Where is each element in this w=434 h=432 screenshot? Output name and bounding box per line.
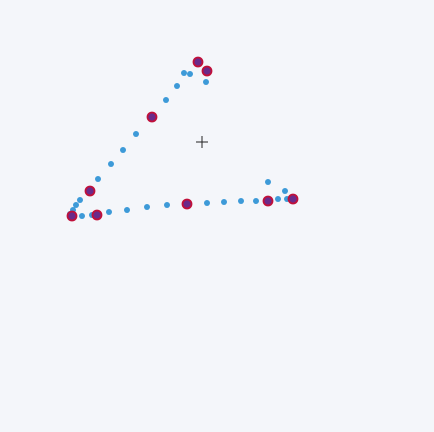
trail-point — [187, 71, 193, 77]
trail-point — [124, 207, 130, 213]
trail-point — [163, 97, 169, 103]
trail-point — [164, 202, 170, 208]
keypoints — [66, 56, 299, 222]
trail-point — [204, 200, 210, 206]
trail-point — [238, 198, 244, 204]
trail-point — [174, 83, 180, 89]
keypoint-marker — [201, 65, 213, 77]
trail-point — [77, 197, 83, 203]
keypoint-marker — [146, 111, 158, 123]
trail-point — [253, 198, 259, 204]
trail-point — [106, 209, 112, 215]
keypoint-marker — [66, 210, 78, 222]
crosshair-cursor-icon — [196, 136, 208, 148]
trail-point — [79, 213, 85, 219]
trail-point — [282, 188, 288, 194]
keypoint-marker — [181, 198, 193, 210]
keypoint-marker — [287, 193, 299, 205]
keypoint-marker — [192, 56, 204, 68]
trail-point — [144, 204, 150, 210]
trail-point — [265, 179, 271, 185]
keypoint-marker — [84, 185, 96, 197]
trail-point — [73, 202, 79, 208]
trail-point — [181, 70, 187, 76]
trail-point — [133, 131, 139, 137]
trail-point — [95, 176, 101, 182]
trail-point — [275, 196, 281, 202]
trail-point — [203, 79, 209, 85]
keypoint-marker — [91, 209, 103, 221]
trail-point — [120, 147, 126, 153]
keypoint-marker — [262, 195, 274, 207]
trail-point — [221, 199, 227, 205]
trail-point — [108, 161, 114, 167]
